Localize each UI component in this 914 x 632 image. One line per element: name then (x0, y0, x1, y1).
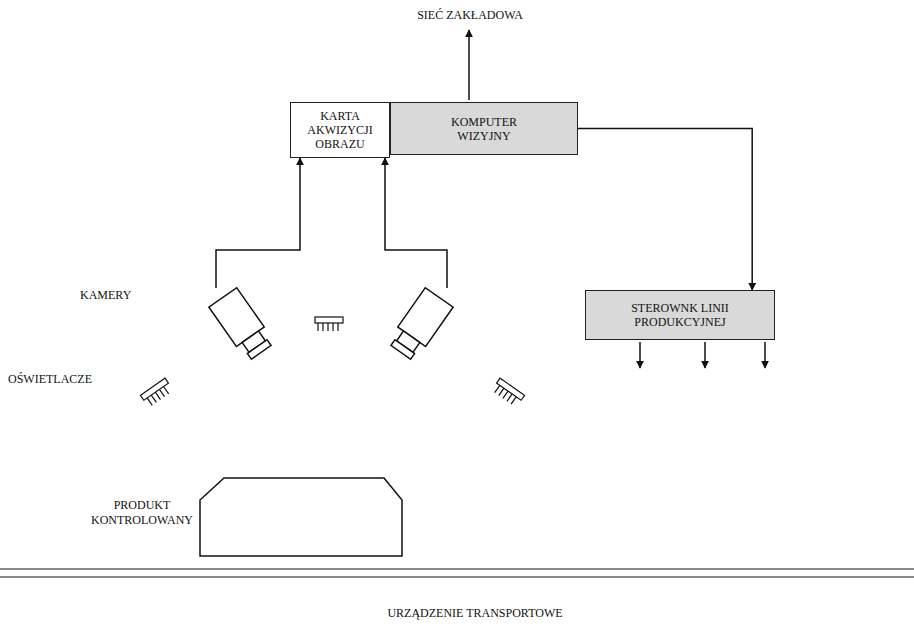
output-arrow (704, 342, 706, 368)
box-text: KOMPUTER WIZYJNY (439, 115, 529, 143)
conveyor-line (0, 568, 914, 569)
camera-lens-ring (391, 340, 415, 359)
camera-signal-line (385, 158, 447, 288)
network-label: SIEĆ ZAKŁADOWA (400, 8, 540, 23)
cameras-label: KAMERY (80, 288, 160, 303)
line-controller-box: STEROWNK LINII PRODUKCYJNEJ (585, 290, 775, 340)
output-arrow (764, 342, 766, 368)
illuminator (315, 317, 343, 331)
illuminator (491, 378, 524, 407)
product-shape (200, 478, 402, 556)
signal-connector (578, 129, 752, 291)
acquisition-card-box: KARTA AKWIZYCJI OBRAZU (290, 102, 390, 158)
box-text: STEROWNK LINII PRODUKCYJNEJ (620, 301, 740, 329)
conveyor-label: URZĄDZENIE TRANSPORTOWE (300, 606, 650, 621)
network-arrow (468, 30, 470, 100)
product-label: PRODUKT KONTROLOWANY (90, 498, 194, 528)
illuminator-body (315, 317, 343, 323)
output-arrow (639, 342, 641, 368)
illuminator (140, 378, 173, 407)
illuminator-rays (495, 385, 517, 404)
camera-lens-ring (247, 340, 271, 359)
vision-computer-box: KOMPUTER WIZYJNY (390, 102, 578, 155)
camera (387, 288, 453, 362)
camera-signal-line (216, 158, 300, 288)
illuminators-label: OŚWIETLACZE (8, 372, 128, 387)
box-text: KARTA AKWIZYCJI OBRAZU (300, 109, 380, 151)
camera (209, 288, 275, 362)
conveyor-line (0, 576, 914, 577)
illuminator-rays (147, 386, 169, 405)
illuminator-rays (318, 323, 338, 331)
